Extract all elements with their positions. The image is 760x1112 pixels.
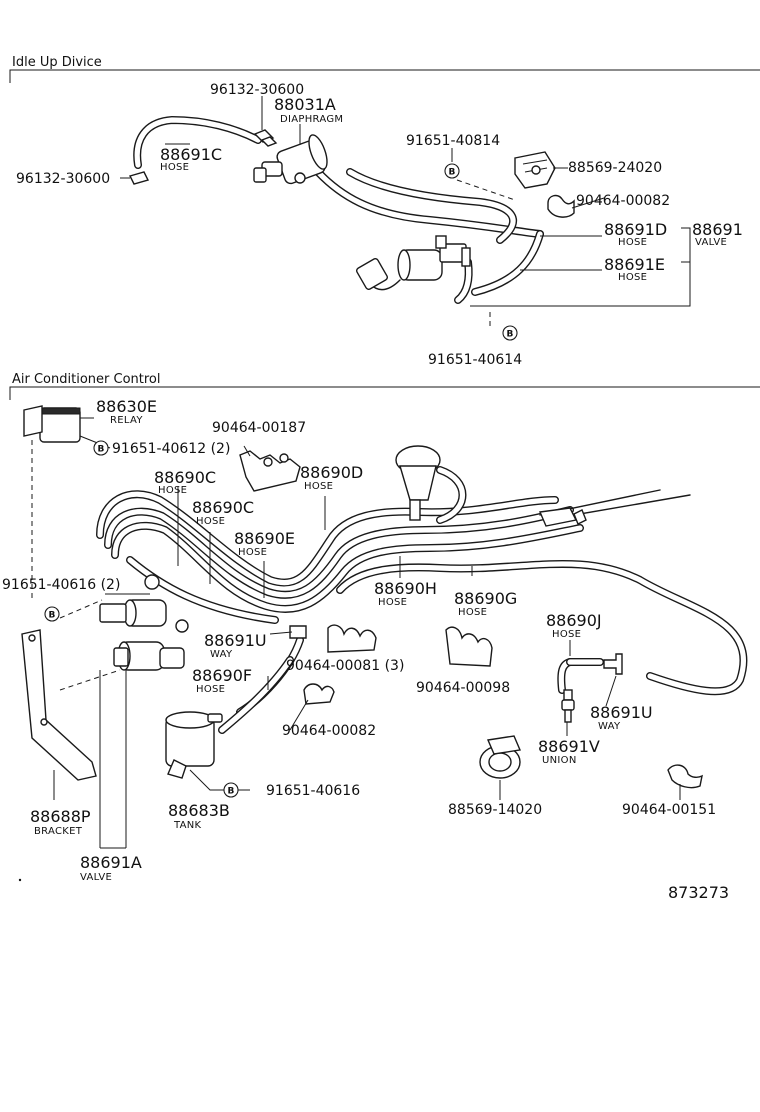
section-frames	[9, 69, 760, 400]
callout-90464-00187: 90464-00187	[212, 420, 306, 436]
bracket-part	[21, 629, 97, 781]
callout-88690d-desc: HOSE	[304, 481, 333, 492]
bracket-clip-part	[514, 151, 556, 189]
callout-90464-00082-idle: 90464-00082	[576, 193, 670, 209]
clip-00082-ac	[303, 683, 335, 705]
callout-88690g-desc: HOSE	[458, 607, 487, 618]
ac-leader-dashes	[31, 440, 121, 691]
callout-88691u-2-desc: WAY	[598, 721, 621, 732]
callout-88690c-2-desc: HOSE	[196, 516, 225, 527]
callout-88690h: 88690H	[374, 579, 437, 598]
vsv-valves-part	[99, 574, 189, 671]
reference-marker-idle-2: B	[502, 325, 518, 341]
callout-88691: 88691	[692, 220, 743, 239]
clip-00151	[667, 764, 703, 789]
hose-connector-right	[538, 507, 587, 527]
ac-hose-bundle	[96, 466, 748, 734]
callout-88691a: 88691A	[80, 853, 142, 872]
callout-88690j-desc: HOSE	[552, 629, 581, 640]
callout-91651-40616-2: 91651-40616 (2)	[2, 577, 120, 593]
svg-text:B: B	[98, 445, 105, 455]
callout-88569-24020: 88569-24020	[568, 160, 662, 176]
callout-88690c-1: 88690C	[154, 468, 216, 487]
callout-88569-14020: 88569-14020	[448, 802, 542, 818]
callout-90464-00098: 90464-00098	[416, 680, 510, 696]
reference-marker-ac-3: B	[223, 782, 239, 798]
callout-88688p: 88688P	[30, 807, 91, 826]
scan-dot	[18, 878, 22, 882]
callout-88690e: 88690E	[234, 529, 295, 548]
callout-91651-40814: 91651-40814	[406, 133, 500, 149]
callout-88690f-desc: HOSE	[196, 684, 225, 695]
callout-91651-40616: 91651-40616	[266, 783, 360, 799]
section-title-ac-control: Air Conditioner Control	[12, 372, 160, 387]
callout-88691e: 88691E	[604, 255, 665, 274]
clips-00081	[327, 624, 377, 653]
callout-88683b: 88683B	[168, 801, 230, 820]
callout-90464-00081: 90464-00081 (3)	[286, 658, 404, 674]
callout-88031a-desc: DIAPHRAGM	[280, 114, 343, 125]
union-part	[561, 689, 575, 723]
callout-88691u-1: 88691U	[204, 631, 267, 650]
clip-part-idle	[547, 194, 575, 218]
reference-marker-ac-2: B	[44, 606, 60, 622]
callout-88630e-desc: RELAY	[110, 415, 143, 426]
ac-leader-lines	[53, 417, 681, 849]
svg-text:B: B	[507, 330, 514, 340]
callout-88691c: 88691C	[160, 145, 222, 164]
callout-96132-30600-left: 96132-30600	[16, 171, 110, 187]
callout-88690h-desc: HOSE	[378, 597, 407, 608]
svg-text:B: B	[49, 611, 56, 621]
tank-part	[165, 711, 223, 779]
ac-actuator-part	[395, 445, 441, 521]
callout-88691v-desc: UNION	[542, 755, 577, 766]
callout-88630e: 88630E	[96, 397, 157, 416]
callout-88683b-desc: TANK	[173, 820, 202, 831]
callout-90464-00151: 90464-00151	[622, 802, 716, 818]
callout-88691a-desc: VALVE	[80, 872, 112, 883]
reference-marker-ac-1: B	[93, 440, 109, 456]
idle-leader-dashes	[456, 179, 516, 326]
callout-91651-40614: 91651-40614	[428, 352, 522, 368]
callout-88691d-desc: HOSE	[618, 237, 647, 248]
hose-clamps-idle	[128, 129, 278, 185]
callout-88691e-desc: HOSE	[618, 272, 647, 283]
callout-88688p-desc: BRACKET	[34, 826, 83, 837]
clips-00098	[445, 626, 493, 667]
clamp-14020	[479, 735, 521, 779]
diaphragm-part	[253, 134, 328, 185]
callout-88031a: 88031A	[274, 95, 336, 114]
callout-88690d: 88690D	[300, 463, 363, 482]
callout-88690j: 88690J	[546, 611, 602, 630]
idle-leader-lines	[120, 96, 691, 307]
callout-88690g: 88690G	[454, 589, 517, 608]
callout-88691c-desc: HOSE	[160, 162, 189, 173]
vsv-valve-part	[356, 235, 471, 291]
way-fitting-part	[289, 625, 623, 675]
callout-88690f: 88690F	[192, 666, 252, 685]
relay-part	[23, 405, 81, 443]
callout-88690c-1-desc: HOSE	[158, 485, 187, 496]
callout-88691d: 88691D	[604, 220, 667, 239]
callout-88691u-1-desc: WAY	[210, 649, 233, 660]
clip-group-00187	[239, 450, 301, 492]
callout-88690c-2: 88690C	[192, 498, 254, 517]
callout-88691v: 88691V	[538, 737, 600, 756]
callout-88691-desc: VALVE	[695, 237, 727, 248]
diagram-number: 873273	[668, 883, 729, 902]
reference-marker-idle-1: B	[444, 163, 460, 179]
callout-88690e-desc: HOSE	[238, 547, 267, 558]
svg-text:B: B	[228, 787, 235, 797]
callout-88691u-2: 88691U	[590, 703, 653, 722]
callout-90464-00082-ac: 90464-00082	[282, 723, 376, 739]
section-title-idle-up: Idle Up Divice	[12, 55, 102, 70]
svg-text:B: B	[449, 168, 456, 178]
callout-96132-30600-top: 96132-30600	[210, 82, 304, 98]
callout-91651-40612: 91651-40612 (2)	[112, 441, 230, 457]
